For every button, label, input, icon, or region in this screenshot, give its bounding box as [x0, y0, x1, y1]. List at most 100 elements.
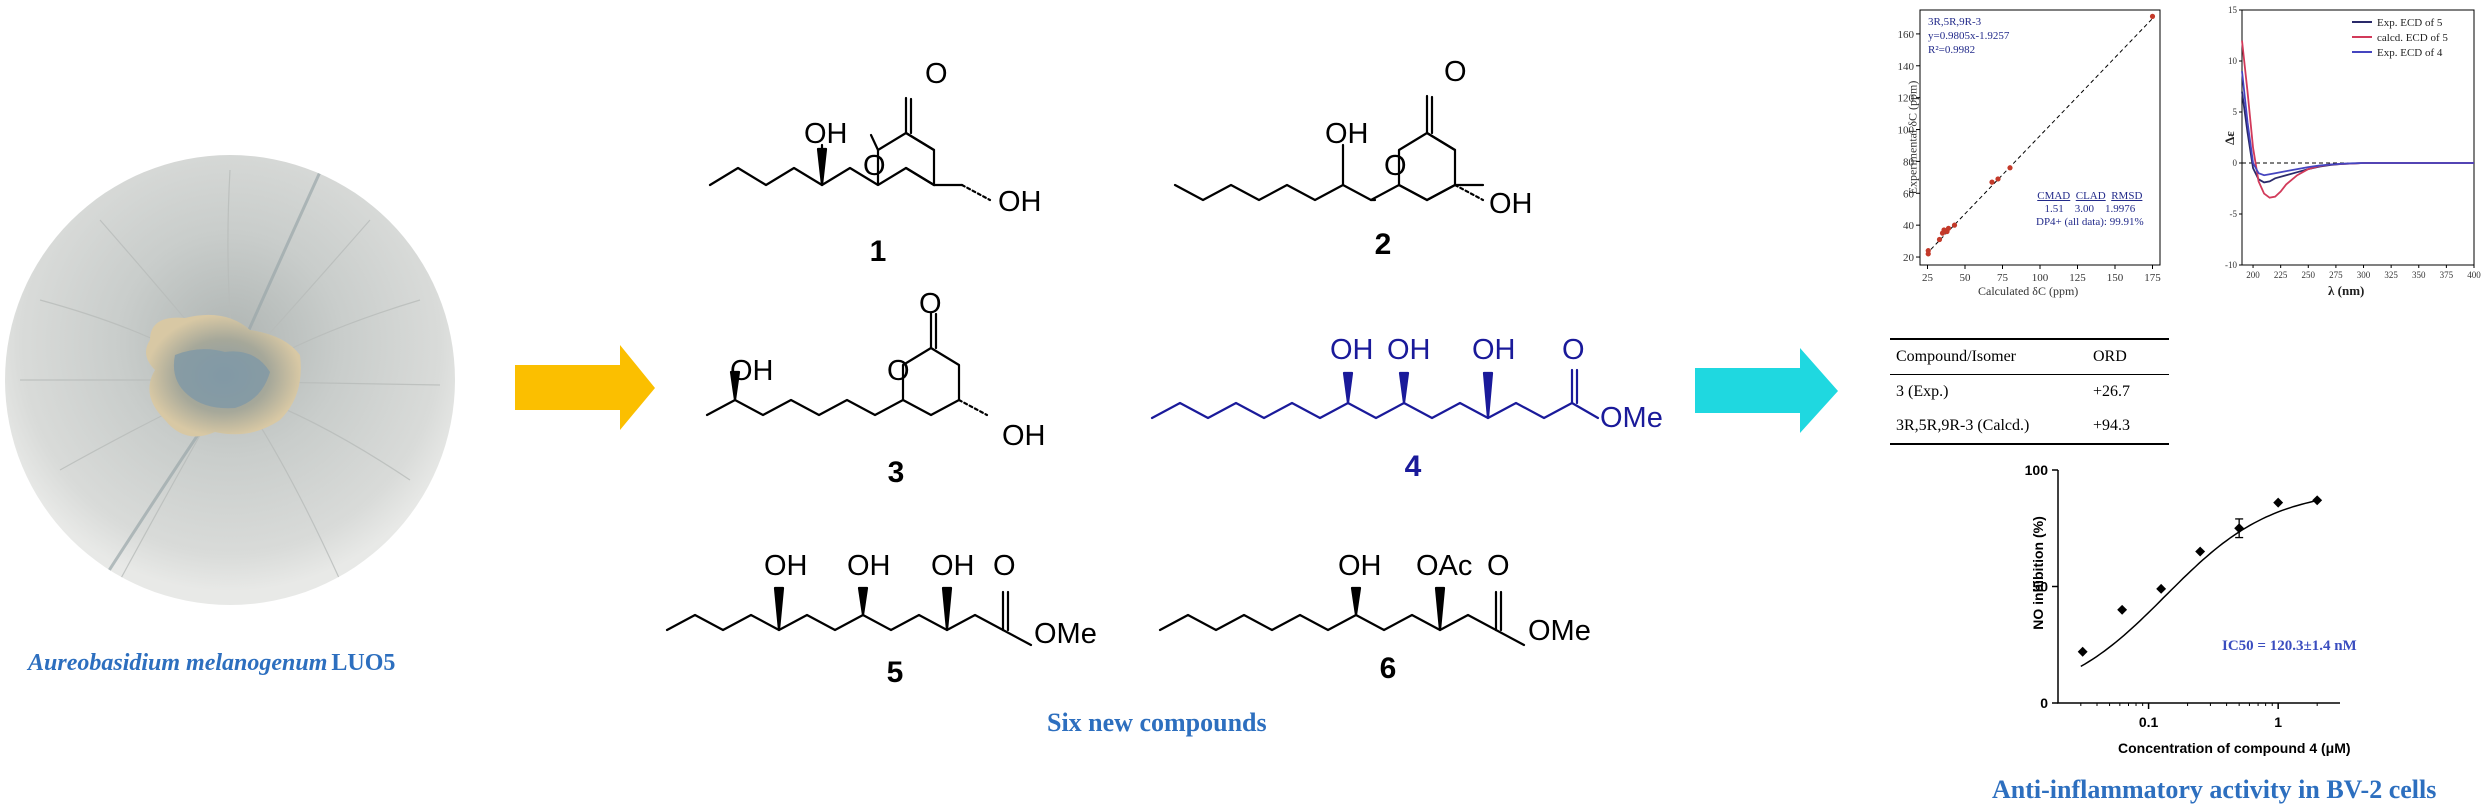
culture-dish-image	[5, 155, 455, 605]
y-tick-label: 50	[2032, 579, 2048, 595]
x-tick-label: 50	[1960, 272, 1972, 284]
compound-number-3: 3	[887, 456, 905, 489]
x-tick-label: 150	[2107, 272, 2124, 284]
c6-oac: OAc	[1416, 550, 1473, 582]
c5-oh2: OH	[847, 550, 891, 582]
data-point	[1925, 248, 1931, 254]
x-tick-label: 125	[2069, 272, 2086, 284]
x-tick-label: 25	[1922, 272, 1934, 284]
x-tick-label: 100	[2032, 272, 2049, 284]
y-tick-label: 20	[1903, 252, 1915, 264]
c3-oh2: OH	[1002, 420, 1046, 452]
y-tick-label: -5	[2230, 209, 2238, 219]
annotation-line: R²=0.9982	[1928, 44, 1976, 56]
regression-annotation: 3R,5R,9R-3 y=0.9805x-1.9257 R²=0.9982	[1928, 15, 2009, 57]
x-tick-label: 350	[2412, 270, 2426, 280]
stats-box: CMAD CLAD RMSD 1.51 3.00 1.9976 DP4+ (al…	[2036, 190, 2144, 229]
compound-number-6: 6	[1379, 652, 1397, 685]
c1-oh2: OH	[998, 186, 1042, 218]
y-tick-label: 15	[2228, 5, 2238, 15]
c4-ome: OMe	[1600, 402, 1663, 434]
compound-number-1: 1	[869, 235, 887, 268]
c1-oh1: OH	[804, 118, 848, 150]
x-tick-label: 225	[2274, 270, 2288, 280]
c5-ome: OMe	[1034, 618, 1097, 650]
data-point	[1989, 179, 1995, 185]
stats-value: 1.51	[2044, 203, 2064, 215]
ic50-annotation: IC50 = 120.3±1.4 nM	[2222, 638, 2357, 654]
c5-oh3: OH	[931, 550, 975, 582]
c4-carbonyl-o: O	[1562, 334, 1585, 366]
x-tick-label: 1	[2274, 714, 2282, 730]
y-tick-label: 140	[1898, 61, 1915, 73]
stats-header: CLAD	[2075, 190, 2106, 202]
y-tick-label: 160	[1898, 29, 1915, 41]
organism-strain: LUO5	[331, 650, 396, 676]
y-tick-label: 0	[2233, 158, 2238, 168]
y-tick-label: 80	[1903, 156, 1915, 168]
table-cell: 3R,5R,9R-3 (Calcd.)	[1890, 409, 2087, 445]
compound-number-4: 4	[1404, 450, 1422, 483]
activity-title: Anti-inflammatory activity in BV-2 cells	[1992, 775, 2437, 804]
x-tick-label: 0.1	[2139, 714, 2159, 730]
dp4-value: DP4+ (all data): 99.91%	[2036, 216, 2144, 228]
x-tick-label: 300	[2357, 270, 2371, 280]
data-point	[1995, 176, 2001, 182]
arrow-to-compounds	[515, 345, 655, 430]
table-header: ORD	[2087, 338, 2169, 375]
c3-oh1: OH	[730, 355, 774, 387]
stats-value: 1.9976	[2104, 203, 2136, 215]
c6-oh: OH	[1338, 550, 1382, 582]
legend-label: Exp. ECD of 4	[2377, 47, 2443, 59]
c4-oh3: OH	[1472, 334, 1516, 366]
x-tick-label: 175	[2144, 272, 2161, 284]
y-axis-label: NO inhibition (%)	[2030, 516, 2046, 630]
data-point	[1936, 236, 1943, 243]
y-tick-label: -10	[2225, 260, 2237, 270]
data-point	[2195, 546, 2206, 557]
stats-value: 3.00	[2074, 203, 2094, 215]
c2-ring-o: O	[1384, 150, 1407, 182]
stats-header: CMAD	[2037, 190, 2071, 202]
structure-compound-4	[1150, 368, 1600, 420]
x-tick-label: 325	[2384, 270, 2398, 280]
y-axis-label: Δε	[2222, 131, 2237, 145]
structure-compound-1	[708, 96, 992, 202]
ord-table: Compound/Isomer ORD 3 (Exp.) +26.7 3R,5R…	[1890, 338, 2169, 445]
data-point	[2117, 604, 2128, 615]
y-tick-label: 100	[2025, 462, 2049, 478]
c1-carbonyl-o: O	[925, 58, 948, 90]
data-point	[2149, 13, 2156, 19]
data-point	[2077, 646, 2088, 657]
compounds-title: Six new compounds	[1047, 708, 1267, 737]
x-tick-label: 375	[2440, 270, 2454, 280]
x-tick-label: 250	[2302, 270, 2316, 280]
x-tick-label: 400	[2467, 270, 2481, 280]
y-axis-label: Experimental δC (ppm)	[1905, 80, 1920, 195]
annotation-line: 3R,5R,9R-3	[1928, 16, 1982, 28]
c6-ome: OMe	[1528, 615, 1591, 647]
compound-number-5: 5	[886, 656, 904, 689]
legend-label: calcd. ECD of 5	[2377, 32, 2448, 44]
legend-label: Exp. ECD of 5	[2377, 17, 2443, 29]
data-point	[2007, 165, 2013, 171]
c4-oh1: OH	[1330, 334, 1374, 366]
ord-table-wrapper: Compound/Isomer ORD 3 (Exp.) +26.7 3R,5R…	[1890, 338, 2169, 445]
c1-ring-o: O	[863, 150, 886, 182]
x-tick-label: 200	[2246, 270, 2260, 280]
y-tick-label: 10	[2228, 56, 2238, 66]
series-line	[2241, 71, 2474, 177]
table-cell: +26.7	[2093, 383, 2131, 400]
y-tick-label: 60	[1903, 188, 1915, 200]
c6-carbonyl-o: O	[1487, 550, 1510, 582]
c4-oh2: OH	[1387, 334, 1431, 366]
c5-oh1: OH	[764, 550, 808, 582]
x-tick-label: 275	[2329, 270, 2343, 280]
c3-ring-o: O	[887, 355, 910, 387]
data-point	[2273, 497, 2284, 508]
x-axis-label: Concentration of compound 4 (μM)	[2118, 740, 2351, 756]
y-tick-label: 40	[1903, 220, 1915, 232]
